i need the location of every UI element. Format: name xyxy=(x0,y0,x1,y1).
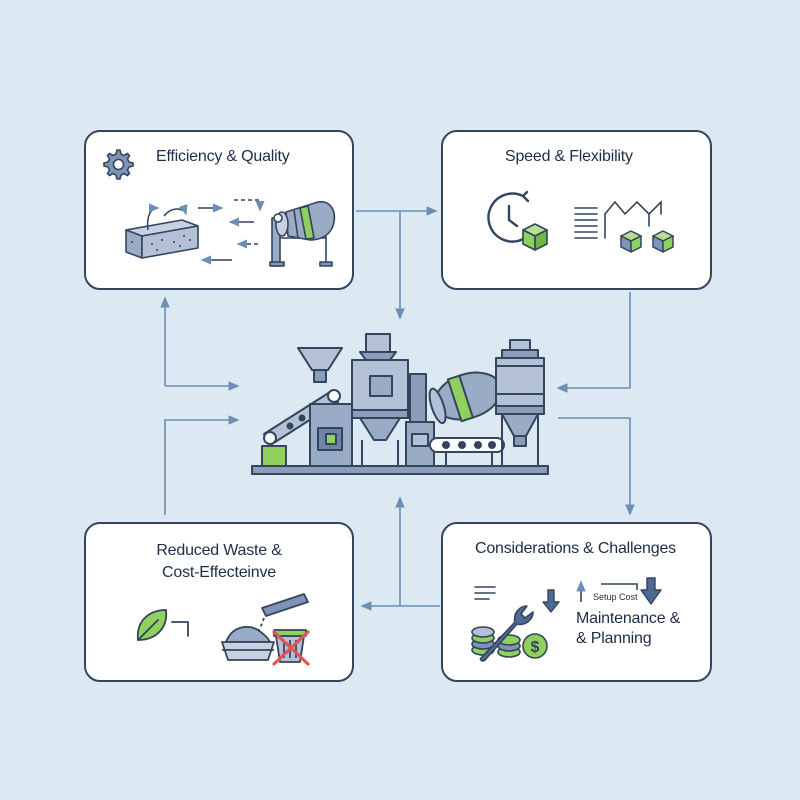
maintenance-label-line1: Maintenance & xyxy=(576,610,681,627)
gear-icon xyxy=(103,149,134,180)
card-title-line1: Reduced Waste & xyxy=(156,542,282,559)
card-title: Speed & Flexibility xyxy=(505,148,633,165)
arrow-speed-to-machine xyxy=(556,292,631,393)
card-title: Considerations & Challenges xyxy=(475,540,676,557)
setup-cost-label: Setup Cost xyxy=(593,592,638,602)
flow-arrows xyxy=(198,199,265,265)
coins-wrench-icon: $ xyxy=(471,605,548,662)
considerations-challenges-card: Considerations & Challenges $ Setup Cost xyxy=(441,522,712,682)
leaf-icon xyxy=(136,609,189,641)
clock-icon xyxy=(487,190,548,251)
down-arrow-icon xyxy=(542,589,560,613)
cement-mixer-icon xyxy=(269,200,336,267)
efficiency-quality-card: Efficiency & Quality xyxy=(84,130,354,290)
arrow-waste-up xyxy=(164,415,240,515)
arrow-machine-to-cons xyxy=(558,417,635,516)
card-title: Efficiency & Quality xyxy=(156,148,290,165)
speed-flexibility-card: Speed & Flexibility xyxy=(441,130,712,290)
concrete-block-icon xyxy=(125,203,199,259)
setup-cost-arrows xyxy=(576,577,662,605)
factory-machine-illustration xyxy=(251,333,549,475)
waste-bin-icon xyxy=(221,593,310,666)
document-lines-icon xyxy=(474,586,496,600)
reduced-waste-card: Reduced Waste & Cost-Effecteinve xyxy=(84,522,354,682)
maintenance-label-line2: & Planning xyxy=(576,630,652,647)
svg-text:$: $ xyxy=(531,639,540,656)
process-flow-icon xyxy=(574,200,674,253)
card-title-line2: Cost-Effecteinve xyxy=(162,564,276,581)
